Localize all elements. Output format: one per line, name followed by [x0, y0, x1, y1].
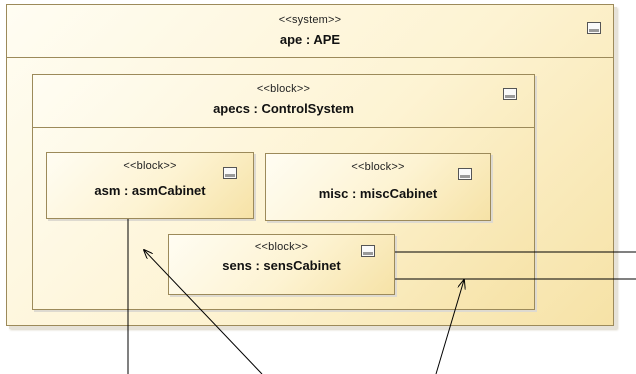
system-title: ape : APE — [279, 32, 341, 47]
pointer-arrow-left — [144, 250, 263, 374]
compartment-icon[interactable] — [223, 167, 237, 179]
compartment-icon[interactable] — [458, 168, 472, 180]
compartment-icon[interactable] — [587, 22, 601, 34]
sens-title: sens : sensCabinet — [222, 258, 341, 273]
system-stereotype: <<system>> — [278, 14, 342, 26]
compartment-icon[interactable] — [503, 88, 517, 100]
system-divider — [7, 57, 613, 58]
apecs-stereotype: <<block>> — [256, 83, 311, 95]
misc-stereotype: <<block>> — [351, 161, 405, 173]
sens-stereotype: <<block>> — [254, 241, 309, 253]
apecs-divider — [33, 127, 534, 128]
asm-stereotype: <<block>> — [123, 160, 177, 172]
compartment-icon[interactable] — [361, 245, 375, 257]
block-misc[interactable]: <<block>> misc : miscCabinet — [265, 153, 491, 221]
asm-title: asm : asmCabinet — [94, 183, 206, 198]
block-sens[interactable]: <<block>> sens : sensCabinet — [168, 234, 395, 295]
misc-title: misc : miscCabinet — [318, 186, 438, 201]
apecs-title: apecs : ControlSystem — [213, 101, 354, 116]
pointer-arrow-right — [435, 280, 464, 374]
block-asm[interactable]: <<block>> asm : asmCabinet — [46, 152, 254, 219]
